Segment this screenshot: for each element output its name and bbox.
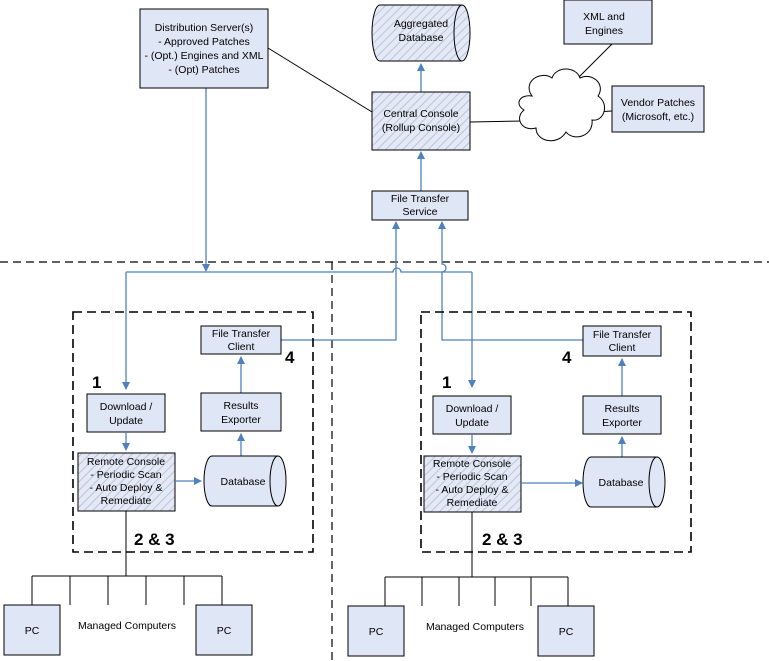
pc-right-2-label: PC: [559, 626, 574, 638]
ftc-right-label2: Client: [609, 342, 636, 354]
step1-left-label: 1: [92, 373, 101, 392]
console-label2: (Rollup Console): [382, 122, 460, 134]
managed-right-label: Managed Computers: [426, 621, 524, 633]
rc-right-label1: Remote Console: [433, 458, 511, 470]
results-right-box: Results Exporter: [582, 395, 662, 435]
pc-left-1-label: PC: [25, 625, 40, 637]
xml-engines-box: XML and Engines: [563, 0, 653, 45]
console-label1: Central Console: [383, 108, 458, 120]
ftc-right-to-fts-arrow: [438, 221, 583, 341]
pc-left-1: PC: [3, 604, 61, 656]
step23-left-label: 2 & 3: [134, 530, 175, 549]
vendor-patches-box: Vendor Patches (Microsoft, etc.): [611, 85, 705, 133]
fts-label1: File Transfer: [391, 193, 450, 205]
xml-label1: XML and: [583, 11, 625, 23]
results-left-box: Results Exporter: [200, 392, 282, 432]
site-right-border: [420, 311, 692, 553]
ftc-left-to-fts-arrow: [281, 221, 400, 341]
distribution-title: Distribution Server(s): [155, 22, 254, 34]
rc-left-label2: - Periodic Scan: [90, 469, 161, 481]
aggregated-database: Aggregated Database: [371, 4, 471, 62]
step4-left-label: 4: [285, 348, 295, 367]
vendor-label2: (Microsoft, etc.): [622, 111, 694, 123]
ftc-left-label1: File Transfer: [212, 328, 271, 340]
rc-right-label3: - Auto Deploy &: [436, 484, 509, 496]
results-right-label1: Results: [604, 403, 639, 415]
ftc-right-label1: File Transfer: [593, 329, 652, 341]
step23-right-label: 2 & 3: [482, 530, 523, 549]
distribution-line3: - (Opt) Patches: [168, 64, 239, 76]
rc-left-label1: Remote Console: [87, 456, 165, 468]
fts-label2: Service: [402, 206, 437, 218]
rc-right-label4: Remediate: [447, 497, 498, 509]
site-right: File Transfer Client Download / Update R…: [347, 311, 692, 657]
pc-right-1-label: PC: [369, 626, 384, 638]
download-left-label2: Update: [109, 415, 143, 427]
database-left: Database: [203, 455, 287, 507]
distribution-line1: - Approved Patches: [158, 36, 250, 48]
db-right-label: Database: [599, 477, 644, 489]
central-console-box: Central Console (Rollup Console): [371, 91, 471, 151]
ftc-left-label2: Client: [228, 341, 255, 353]
pc-left-2: PC: [195, 604, 253, 656]
distribution-server-box: Distribution Server(s) - Approved Patche…: [139, 8, 269, 89]
site-left: File Transfer Client Download / Update R…: [3, 311, 314, 656]
pc-right-2: PC: [537, 605, 595, 657]
download-right-label2: Update: [455, 417, 489, 429]
console-to-cloud-line: [469, 120, 526, 123]
dist-to-console-line: [267, 47, 373, 113]
distribution-line2: - (Opt.) Engines and XML: [144, 50, 263, 62]
xml-label2: Engines: [585, 25, 623, 37]
internet-cloud: [518, 68, 606, 142]
step4-right-label: 4: [562, 348, 572, 367]
download-right-label1: Download /: [446, 403, 499, 415]
rc-left-label4: Remediate: [101, 495, 152, 507]
site-left-border: [72, 311, 314, 553]
download-right-box: Download / Update: [432, 395, 512, 435]
cloud-to-xml-line: [577, 43, 613, 79]
pc-left-2-label: PC: [217, 625, 232, 637]
results-right-label2: Exporter: [602, 417, 642, 429]
step1-right-label: 1: [442, 373, 451, 392]
rc-right-label2: - Periodic Scan: [436, 471, 507, 483]
remote-console-left-box: Remote Console - Periodic Scan - Auto De…: [77, 452, 176, 512]
db-left-label: Database: [221, 476, 266, 488]
file-transfer-service-box: File Transfer Service: [371, 190, 469, 221]
aggdb-label1: Aggregated: [394, 18, 448, 30]
download-left-label1: Download /: [100, 401, 153, 413]
rc-left-label3: - Auto Deploy &: [90, 482, 163, 494]
results-left-label2: Exporter: [221, 414, 261, 426]
ftc-left-box: File Transfer Client: [200, 325, 282, 355]
managed-left-label: Managed Computers: [78, 620, 176, 632]
distribution-bus: [126, 267, 472, 273]
remote-console-right-box: Remote Console - Periodic Scan - Auto De…: [423, 455, 522, 513]
database-right: Database: [582, 456, 666, 508]
results-left-label1: Results: [223, 400, 258, 412]
pc-right-1: PC: [347, 605, 405, 657]
vendor-label1: Vendor Patches: [621, 97, 695, 109]
ftc-right-box: File Transfer Client: [582, 325, 662, 357]
download-left-box: Download / Update: [86, 393, 166, 433]
aggdb-label2: Database: [399, 32, 444, 44]
